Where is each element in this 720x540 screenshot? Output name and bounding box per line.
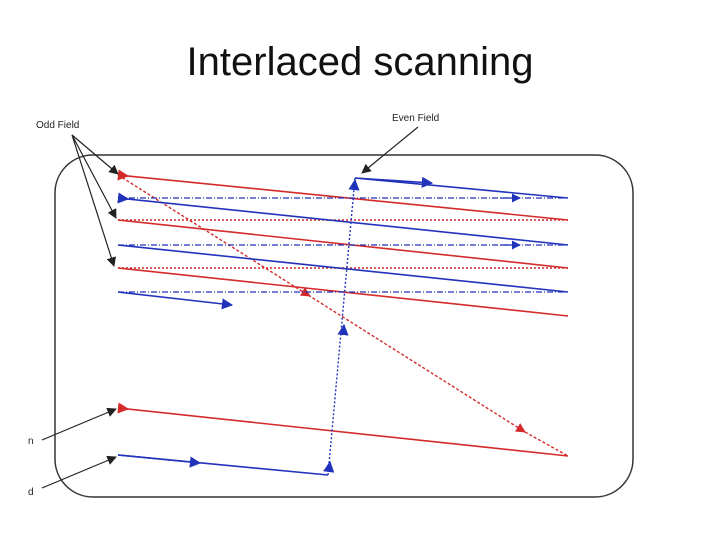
even-direction-arrow	[354, 176, 434, 188]
even-scan-line	[354, 177, 569, 199]
even-scan-line	[117, 244, 569, 293]
odd-direction-arrow	[299, 287, 311, 297]
edge-label: d	[28, 487, 34, 498]
screen-frame	[54, 154, 634, 498]
edge-pointer	[41, 407, 117, 441]
odd-scan-line	[117, 407, 569, 457]
even-field-label: Even Field	[392, 113, 439, 124]
odd-vertical-retrace	[524, 431, 569, 457]
even-scan-line	[117, 291, 234, 310]
even-direction-arrow	[117, 454, 202, 468]
even-field-pointer	[361, 126, 419, 174]
odd-field-pointer	[71, 134, 119, 175]
slide-title: Interlaced scanning	[186, 40, 534, 84]
edge-label: n	[28, 436, 34, 447]
odd-scan-line	[117, 219, 569, 269]
even-direction-arrow	[337, 323, 349, 336]
odd-vertical-retrace	[117, 174, 526, 433]
odd-direction-arrow	[117, 402, 130, 414]
odd-field-pointer	[71, 134, 116, 267]
even-direction-arrow	[348, 178, 360, 191]
even-scan-line	[117, 197, 569, 246]
even-vertical-retrace	[327, 177, 356, 476]
odd-field-label: Odd Field	[36, 120, 79, 131]
odd-field-pointer	[71, 134, 117, 219]
odd-direction-arrow	[117, 169, 130, 181]
even-direction-arrow	[323, 460, 335, 473]
edge-pointer	[41, 455, 117, 489]
